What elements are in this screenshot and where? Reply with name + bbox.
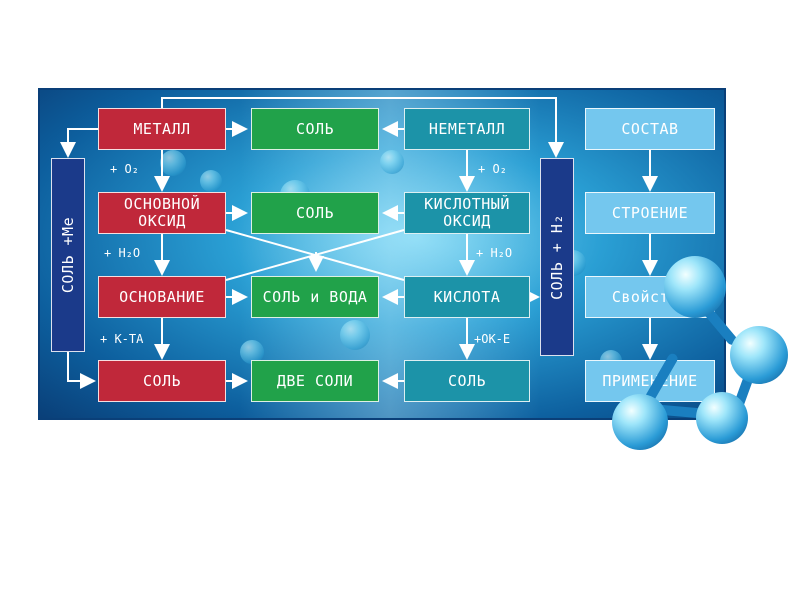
molecule-decoration [380, 150, 404, 174]
water-label-left: + H₂O [104, 246, 141, 260]
molecule-atom [612, 394, 668, 450]
metal-box: МЕТАЛЛ [98, 108, 226, 150]
structure-box: СТРОЕНИЕ [585, 192, 715, 234]
molecule-atom [730, 326, 788, 384]
oxygen-label-left: + O₂ [110, 162, 139, 176]
base-reagent-label: +OK-E [474, 332, 511, 346]
salt-plus-hydrogen-label: СОЛЬ + H₂ [548, 214, 566, 300]
arrow-salt-me-salt [67, 352, 96, 389]
water-label-right: + H₂O [476, 246, 513, 260]
salt-top-box: СОЛЬ [251, 108, 379, 150]
two-salts-box: ДВЕ СОЛИ [251, 360, 379, 402]
base-box: ОСНОВАНИЕ [98, 276, 226, 318]
salt-plus-hydrogen-bar: СОЛЬ + H₂ [540, 158, 574, 356]
nonmetal-box: НЕМЕТАЛЛ [404, 108, 530, 150]
molecule-atom [696, 392, 748, 444]
composition-box: СОСТАВ [585, 108, 715, 150]
acid-box: КИСЛОТА [404, 276, 530, 318]
salt-plus-metal-bar: СОЛЬ +Me [51, 158, 85, 352]
basic-oxide-box: ОСНОВНОЙ ОКСИД [98, 192, 226, 234]
arrow-metal-salt-me [60, 128, 98, 158]
molecule-decoration [340, 320, 370, 350]
salt-plus-metal-label: СОЛЬ +Me [59, 216, 77, 294]
acid-oxide-box: КИСЛОТНЫЙ ОКСИД [404, 192, 530, 234]
acid-reagent-label: + K-TA [100, 332, 144, 346]
salt-bottom-box: СОЛЬ [98, 360, 226, 402]
molecule-decoration [160, 150, 186, 176]
salt-water-box: СОЛЬ и ВОДА [251, 276, 379, 318]
salt-bottom-right-box: СОЛЬ [404, 360, 530, 402]
salt-mid-box: СОЛЬ [251, 192, 379, 234]
molecule-decoration [200, 170, 222, 192]
molecule-atom [664, 256, 726, 318]
oxygen-label-right: + O₂ [478, 162, 507, 176]
arrow-metal-salt-h2 [161, 97, 564, 158]
